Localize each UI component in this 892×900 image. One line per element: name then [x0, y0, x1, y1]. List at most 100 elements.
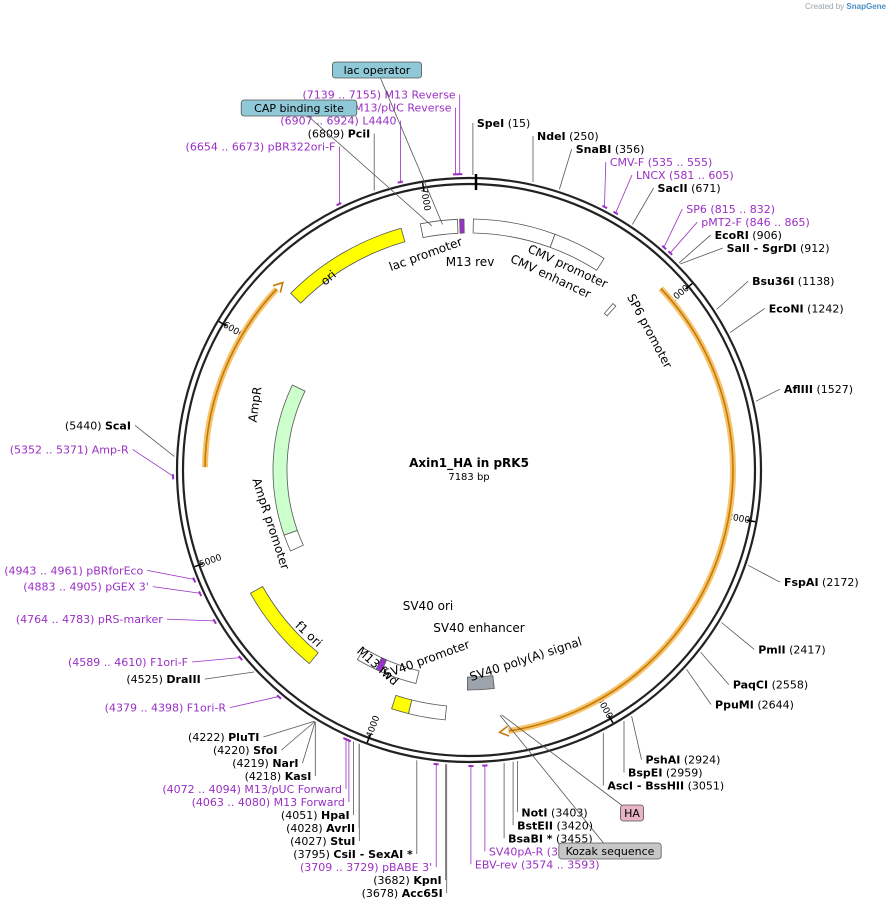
- plasmid-size: 7183 bp: [448, 472, 489, 483]
- site-label-draiii: (4525) DraIII: [126, 673, 200, 686]
- site-label-cmv-f: CMV-F (535 .. 555): [610, 156, 712, 169]
- leader-sfoi: [281, 721, 316, 751]
- leader-nari: [302, 721, 316, 764]
- site-label-bspei: BspEI (2959): [628, 767, 703, 780]
- site-label-snabi: SnaBI (356): [576, 143, 645, 156]
- site-label-f1ori-f: (4589 .. 4610) F1ori-F: [68, 656, 188, 669]
- feature-sv40-promoter: [356, 647, 420, 684]
- site-label-m13-forward: (4063 .. 4080) M13 Forward: [192, 796, 345, 809]
- feature-lac-promoter: [419, 218, 459, 238]
- site-label-amp-r: (5352 .. 5371) Amp-R: [10, 443, 129, 456]
- primer-mark-pgex-3: [198, 590, 203, 597]
- site-label-pbrforeco: (4943 .. 4961) pBRforEco: [4, 564, 143, 577]
- ruler-label: 4000: [365, 714, 382, 739]
- feature-label-sp6-promoter: SP6 promoter: [624, 292, 675, 371]
- site-label-pbabe-3: (3709 .. 3729) pBABE 3': [300, 861, 432, 874]
- leader-sacii: [632, 187, 654, 225]
- site-label-sacii: SacII (671): [658, 182, 721, 195]
- credit-prefix: Created by: [805, 2, 845, 11]
- feature-sv40-ori: [391, 694, 413, 715]
- site-label-ppumi: PpuMI (2644): [715, 698, 794, 711]
- site-label-bsabi: BsaBI * (3455): [508, 832, 592, 845]
- feature-label-sv40-ori: SV40 ori: [403, 599, 454, 613]
- backbone: [175, 176, 763, 764]
- leader-bsu36i: [716, 280, 749, 310]
- box-label-lac-operator: lac operator: [344, 64, 411, 77]
- site-label-asci: AscI - BssHII (3051): [607, 780, 724, 793]
- feature-ampr: [272, 384, 306, 536]
- site-label-paqci: PaqCI (2558): [733, 679, 808, 692]
- cds-arc-axin1: [508, 288, 734, 732]
- box-label-kozak-sequence: Kozak sequence: [566, 845, 655, 858]
- site-label-prs-marker: (4764 .. 4783) pRS-marker: [16, 613, 163, 626]
- site-label-afliii: AflIII (1527): [784, 383, 853, 396]
- leader-amp-r: [132, 449, 175, 478]
- leader-econi: [729, 308, 765, 333]
- ruler-tick: [421, 182, 425, 192]
- site-label-lncx: LNCX (581 .. 605): [636, 169, 734, 182]
- feature-label-sv40-enhancer: SV40 enhancer: [433, 621, 524, 635]
- site-label-f1ori-r: (4379 .. 4398) F1ori-R: [105, 702, 227, 715]
- primer-mark-lncx: [613, 210, 619, 216]
- feature-m13-fwd: [375, 657, 388, 673]
- primer-mark-l4440: [397, 180, 404, 184]
- site-label-stui: (4027) StuI: [290, 835, 355, 848]
- ruler-label: 5000: [198, 553, 223, 570]
- site-label-bsu36i: Bsu36I (1138): [752, 275, 834, 288]
- primer-mark-cmv-f: [602, 204, 608, 210]
- snapgene-credit: Created by SnapGene: [805, 2, 886, 11]
- cds-arc-axin1-halo: [508, 286, 736, 734]
- site-label-l4440: (6907 .. 6924) L4440: [280, 115, 396, 128]
- feature-label-m13-rev: M13 rev: [446, 255, 495, 269]
- site-label-scai: (5440) ScaI: [65, 419, 131, 432]
- leader-sp6: [663, 208, 683, 249]
- box-ha: [620, 804, 645, 822]
- site-label-hpai: (4051) HpaI: [281, 809, 350, 822]
- leader-ppumi: [686, 669, 712, 705]
- leader-prs-marker: [166, 618, 216, 622]
- site-label-ndei: NdeI (250): [537, 130, 599, 143]
- backbone-inner-circle: [181, 182, 757, 758]
- leader-pmli: [721, 622, 755, 650]
- site-label-fspai: FspAI (2172): [784, 576, 859, 589]
- site-label-pmli: PmlI (2417): [758, 643, 825, 656]
- ruler-tick: [684, 282, 693, 290]
- cds-arc-ampr: [204, 288, 278, 468]
- leader-lncx: [614, 174, 633, 214]
- site-label-pmt2-f: pMT2-F (846 .. 865): [701, 216, 810, 229]
- site-label-sali: SalI - SgrDI (912): [727, 242, 830, 255]
- primer-mark-pbrforeco: [192, 577, 197, 583]
- site-label-pshai: PshAI (2924): [645, 754, 720, 767]
- primer-mark-pmt2-f: [667, 250, 673, 256]
- leader-f1ori-r: [229, 695, 280, 708]
- leader-pbrforeco: [147, 570, 196, 580]
- box-cap-binding-site: [240, 99, 358, 117]
- leader-sali: [680, 247, 723, 265]
- box-leader-ha: [501, 714, 633, 814]
- plasmid-name: Axin1_HA in pRK5: [409, 456, 529, 471]
- site-label-ecori: EcoRI (906): [715, 229, 782, 242]
- leader-ecori: [678, 234, 711, 264]
- feature-ori: [290, 227, 406, 304]
- ruler-tick: [366, 733, 372, 743]
- box-leader-kozak-sequence: [499, 714, 611, 852]
- features: [249, 218, 617, 721]
- primer-mark-m13-forward: [345, 738, 352, 743]
- leader-f1ori-f: [191, 657, 242, 663]
- site-label-kpni: (3682) KpnI: [373, 874, 441, 887]
- leader-snabi: [559, 148, 573, 190]
- feature-f1-ori: [249, 585, 319, 665]
- leader-pgex-3: [152, 586, 202, 594]
- primer-mark-pbr322ori-f: [336, 202, 342, 207]
- feature-sv40-poly-a-signal: [466, 675, 495, 691]
- feature-sp6-promoter: [603, 303, 617, 317]
- site-label-noti: NotI (3403): [521, 806, 587, 819]
- box-kozak-sequence: [558, 842, 662, 860]
- site-label-nari: (4219) NarI: [232, 757, 298, 770]
- credit-brand: SnapGene: [846, 2, 886, 11]
- leader-fspai: [748, 564, 781, 583]
- site-label-csii: (3795) CsiI - SexAI *: [293, 848, 413, 861]
- feature-label-sv40-polya: SV40 poly(A) signal: [468, 634, 584, 684]
